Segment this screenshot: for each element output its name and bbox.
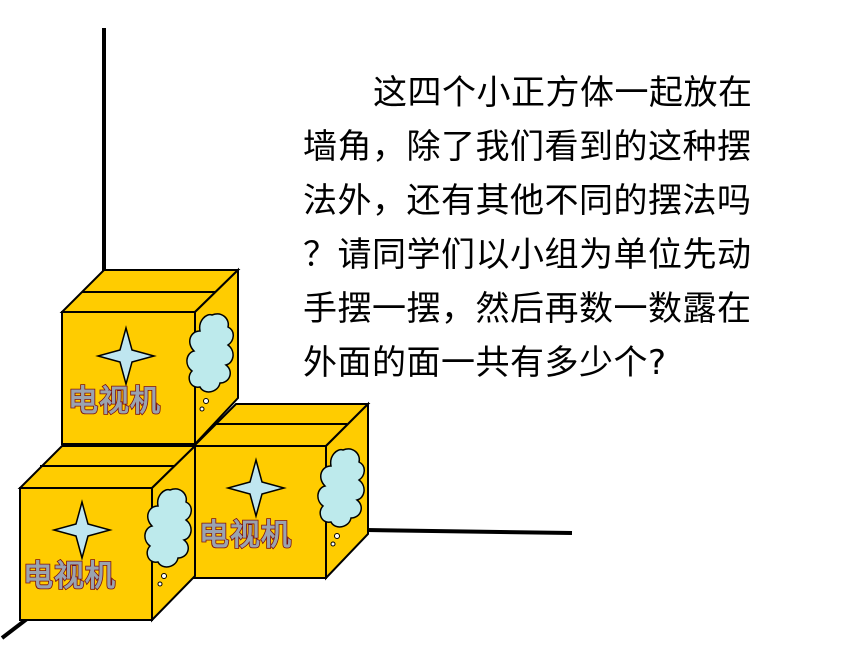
tv-label: 电视机 <box>68 384 161 419</box>
question-line: ？请同学们以小组为单位先动 <box>303 235 752 275</box>
question-line: 手摆一摆，然后再数一数露在 <box>303 289 752 329</box>
floor-right-line <box>365 528 573 535</box>
question-line: 外面的面一共有多少个? <box>303 343 667 383</box>
question-line: 这四个小正方体一起放在 <box>373 73 753 113</box>
question-line: 墙角，除了我们看到的这种摆 <box>303 127 752 167</box>
question-text: 这四个小正方体一起放在 墙角，除了我们看到的这种摆 法外，还有其他不同的摆法吗 … <box>303 66 813 390</box>
question-line: 法外，还有其他不同的摆法吗 <box>303 181 752 221</box>
tv-label: 电视机 <box>23 559 116 594</box>
tv-label: 电视机 <box>199 518 292 553</box>
tv-box-top: 电视机 <box>59 267 241 447</box>
tv-box-front: 电视机 <box>17 443 198 623</box>
tv-box-right: 电视机 <box>191 401 371 581</box>
